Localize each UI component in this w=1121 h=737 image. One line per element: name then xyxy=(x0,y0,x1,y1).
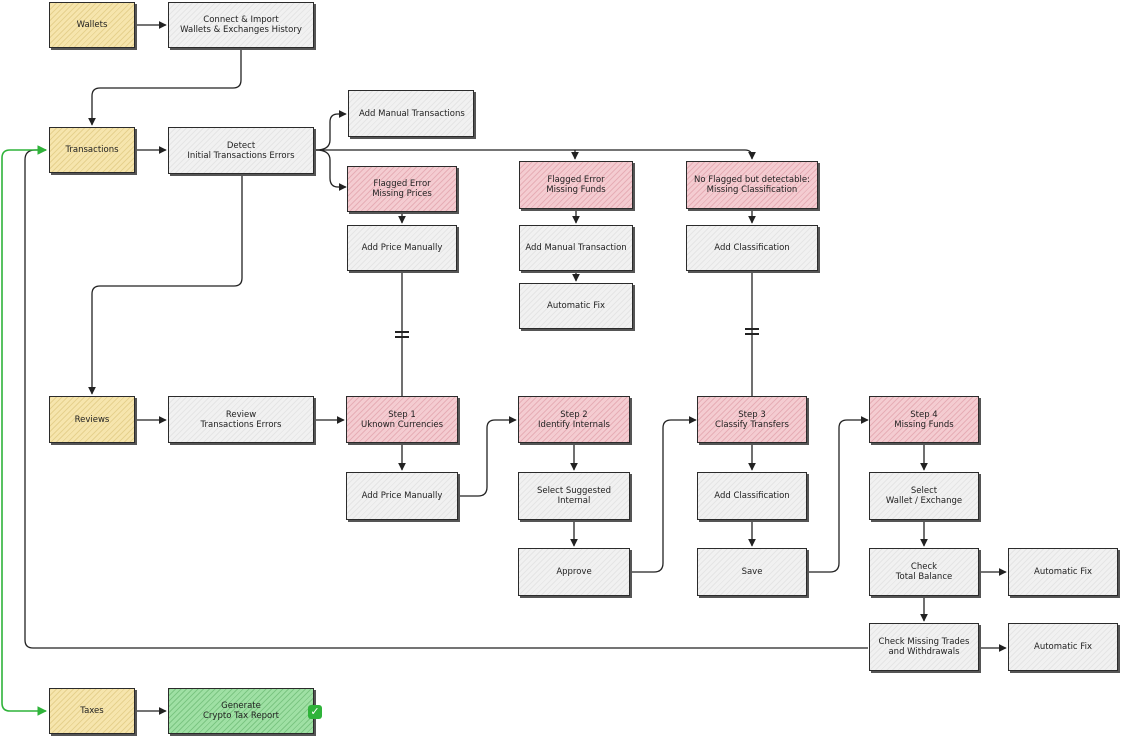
wallets-node[interactable]: Wallets xyxy=(49,2,135,48)
reviews-node[interactable]: Reviews xyxy=(49,396,135,443)
connect-import-node[interactable]: Connect & Import Wallets & Exchanges His… xyxy=(168,2,314,48)
detect-errors-node[interactable]: Detect Initial Transactions Errors xyxy=(168,127,314,174)
flagged-missing-prices-node[interactable]: Flagged Error Missing Prices xyxy=(347,166,457,212)
step4-node[interactable]: Step 4 Missing Funds xyxy=(869,396,979,443)
step2-node[interactable]: Step 2 Identify Internals xyxy=(518,396,630,443)
automatic-fix-funds-node[interactable]: Automatic Fix xyxy=(519,283,633,329)
select-wallet-exchange-node[interactable]: Select Wallet / Exchange xyxy=(869,472,979,520)
missing-classification-node[interactable]: No Flagged but detectable: Missing Class… xyxy=(686,161,818,209)
automatic-fix-trades-node[interactable]: Automatic Fix xyxy=(1008,623,1118,671)
step1-node[interactable]: Step 1 Uknown Currencies xyxy=(346,396,458,443)
save-node[interactable]: Save xyxy=(697,548,807,596)
approve-node[interactable]: Approve xyxy=(518,548,630,596)
taxes-node[interactable]: Taxes xyxy=(49,688,135,734)
check-total-balance-node[interactable]: Check Total Balance xyxy=(869,548,979,596)
add-classification-top-node[interactable]: Add Classification xyxy=(686,225,818,271)
transactions-node[interactable]: Transactions xyxy=(49,127,135,173)
flagged-missing-funds-node[interactable]: Flagged Error Missing Funds xyxy=(519,161,633,209)
add-price-manually-bottom-node[interactable]: Add Price Manually xyxy=(346,472,458,520)
step3-node[interactable]: Step 3 Classify Transfers xyxy=(697,396,807,443)
add-manual-transaction-node[interactable]: Add Manual Transaction xyxy=(519,225,633,271)
check-missing-trades-node[interactable]: Check Missing Trades and Withdrawals xyxy=(869,623,979,671)
review-errors-node[interactable]: Review Transactions Errors xyxy=(168,396,314,443)
automatic-fix-balance-node[interactable]: Automatic Fix xyxy=(1008,548,1118,596)
green-checkmark-icon: ✓ xyxy=(308,705,322,719)
add-classification-bottom-node[interactable]: Add Classification xyxy=(697,472,807,520)
select-suggested-internal-node[interactable]: Select Suggested Internal xyxy=(518,472,630,520)
add-manual-transactions-node[interactable]: Add Manual Transactions xyxy=(348,90,474,137)
generate-report-node[interactable]: Generate Crypto Tax Report xyxy=(168,688,314,734)
add-price-manually-top-node[interactable]: Add Price Manually xyxy=(347,225,457,271)
